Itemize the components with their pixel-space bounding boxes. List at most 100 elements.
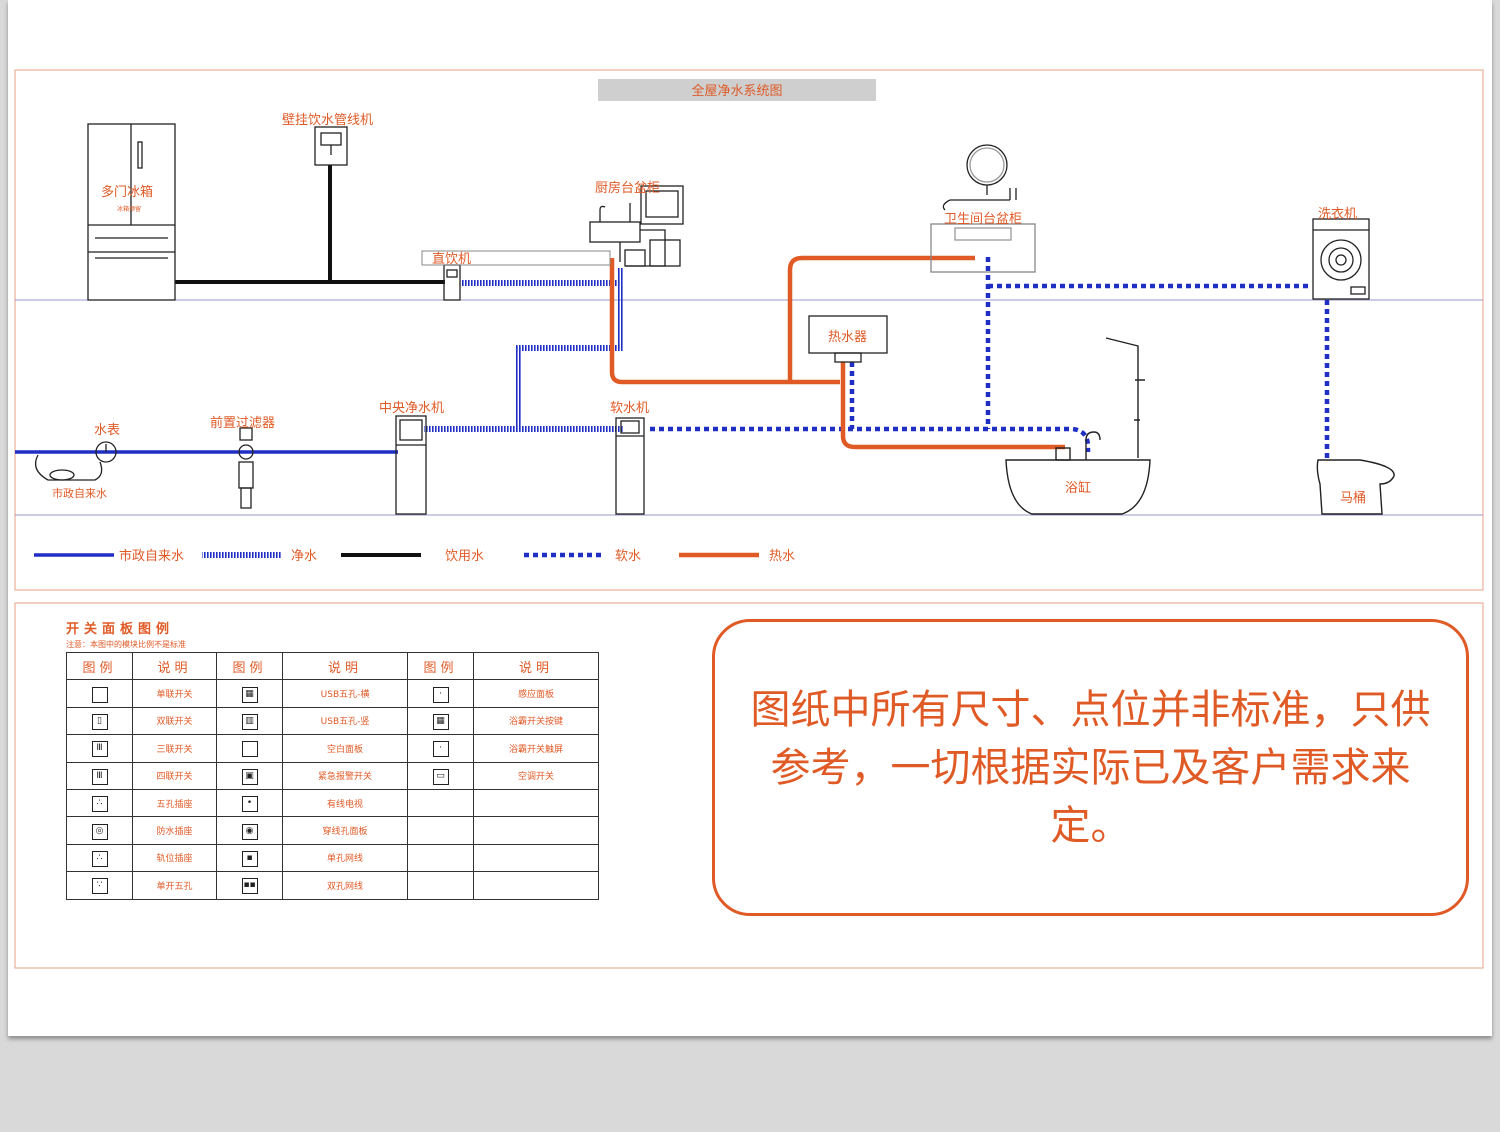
prefilter-icon [238, 427, 254, 509]
bathtub-icon [1005, 337, 1151, 515]
water-meter-icon [34, 441, 117, 481]
symbol-cell: ▪ [216, 843, 284, 873]
symbol-cell: ∴ [66, 788, 133, 818]
legend-municipal-label: 市政自来水 [119, 548, 184, 564]
net2-icon: ▪▪ [241, 878, 258, 895]
toilet-label: 马桶 [1340, 491, 1366, 506]
table-row: Ⅲ 三联开关 空白面板·浴霸开关触屏 [66, 734, 599, 763]
symbol-cell: ▦ [216, 679, 284, 708]
description-cell [473, 843, 599, 873]
description-cell: 轨位插座 [131, 843, 218, 873]
symbol-cell: ▯ [66, 706, 133, 736]
symbol-cell: · [407, 679, 475, 708]
alarm-icon: ▣ [241, 768, 258, 785]
description-cell: 三联开关 [131, 734, 218, 763]
pipe-hot [609, 255, 1065, 450]
waterproof-icon: ◎ [91, 823, 108, 840]
softener-label: 软水机 [610, 401, 649, 416]
table-row: Ⅲ 四联开关 ▣ 紧急报警开关 ▭ 空调开关 [66, 761, 599, 790]
description-cell: 单孔网线 [282, 843, 409, 873]
title-bar [598, 79, 876, 101]
wall-dispenser-icon [314, 126, 348, 166]
single-icon [91, 686, 108, 703]
municipal-label: 市政自来水 [52, 486, 107, 500]
symbol-cell [407, 816, 475, 845]
double-icon: ▯ [91, 713, 108, 730]
description-cell [473, 871, 599, 900]
switch-five-icon: ∵ [91, 878, 108, 895]
top-frame [14, 69, 1484, 591]
legend-pure-label: 净水 [291, 549, 317, 564]
symbol-cell: ▦ [407, 706, 475, 736]
bathtub-label: 浴缸 [1065, 480, 1091, 496]
description-cell: 空白面板 [282, 734, 409, 763]
symbol-cell: · [407, 734, 475, 763]
legend-drinking-label: 饮用水 [445, 549, 484, 564]
quad-icon: Ⅲ [91, 768, 108, 785]
tv-icon: • [241, 796, 258, 813]
bathroom-cabinet-label: 卫生间台盆柜 [944, 212, 1022, 227]
direct-drinker-label: 直饮机 [432, 252, 471, 267]
wall-dispenser-label: 壁挂饮水管线机 [282, 113, 373, 128]
washer-label: 洗衣机 [1318, 206, 1357, 222]
triple-icon: Ⅲ [91, 741, 108, 758]
description-cell: 紧急报警开关 [282, 761, 409, 790]
header-symbol: 图例 [216, 651, 284, 681]
bath-key-icon: ▦ [432, 713, 449, 730]
water-system-diagram: 全屋净水系统图 多门冰箱 冰箱预留 壁挂饮水管线机 直饮机 [14, 69, 1484, 969]
description-cell: 防水插座 [131, 816, 218, 845]
fridge-label: 多门冰箱 [101, 184, 153, 200]
description-cell: USB五孔-横 [282, 679, 409, 708]
description-cell: USB五孔-竖 [282, 706, 409, 736]
water-meter-label: 水表 [94, 423, 120, 438]
symbol-cell: ∵ [66, 871, 133, 900]
symbol-cell: ▪▪ [216, 871, 284, 900]
five-icon: ∴ [91, 796, 108, 813]
symbol-cell: ▭ [407, 761, 475, 790]
description-cell: 单开五孔 [131, 871, 218, 900]
table-row: 单联开关▦USB五孔-横·感应面板 [66, 679, 599, 708]
header-description: 说明 [131, 651, 218, 681]
switch-legend-title: 开关面板图例 [66, 622, 175, 637]
blank-icon [241, 741, 258, 758]
description-cell: 浴霸开关触屏 [473, 734, 599, 763]
legend-hot-label: 热水 [769, 549, 795, 564]
disclaimer-box: 图纸中所有尺寸、点位并非标准，只供参考，一切根据实际已及客户需求来定。 [712, 619, 1469, 916]
pipe-soft [650, 257, 1330, 460]
switch-legend-note: 注意：本图中的模块比例不是标准 [66, 640, 186, 649]
symbol-cell: • [216, 788, 284, 818]
prefilter-label: 前置过滤器 [210, 415, 275, 431]
symbol-cell: ◎ [66, 816, 133, 845]
softener-icon [615, 417, 645, 515]
pipe-pure [424, 268, 624, 432]
symbol-cell [407, 788, 475, 818]
ac-icon: ▭ [432, 768, 449, 785]
header-description: 说明 [473, 651, 599, 681]
bathroom-cabinet-icon [930, 144, 1036, 273]
description-cell: 双联开关 [131, 706, 218, 736]
disclaimer-text: 图纸中所有尺寸、点位并非标准，只供参考，一切根据实际已及客户需求来定。 [750, 686, 1431, 849]
description-cell: 浴霸开关按键 [473, 706, 599, 736]
header-symbol: 图例 [66, 651, 133, 681]
description-cell: 四联开关 [131, 761, 218, 790]
table-row: ∴轨位插座▪单孔网线 [66, 843, 599, 873]
description-cell: 单联开关 [131, 679, 218, 708]
description-cell [473, 788, 599, 818]
kitchen-sink-icon [589, 185, 684, 267]
usb-v-icon: ▥ [241, 713, 258, 730]
water-heater-label: 热水器 [828, 330, 867, 345]
sensor-icon: · [432, 686, 449, 703]
thread-icon: ◉ [241, 823, 258, 840]
table-row: ∵单开五孔▪▪双孔网线 [66, 871, 599, 900]
usb-h-icon: ▦ [241, 686, 258, 703]
fridge-icon [87, 123, 176, 301]
table-row: ◎防水插座◉穿线孔面板 [66, 816, 599, 845]
symbol-cell [407, 871, 475, 900]
description-cell: 空调开关 [473, 761, 599, 790]
table-row: ▯ 双联开关 ▥ USB五孔-竖 ▦ 浴霸开关按键 [66, 706, 599, 736]
switch-legend-table: 图例 说明 图例 说明 图例 说明 单联开关▦USB五孔-横·感应面板▯双联开关… [66, 651, 599, 900]
kitchen-cabinet-label: 厨房台盆柜 [595, 180, 660, 196]
symbol-cell [66, 679, 133, 708]
toilet-icon [1316, 459, 1395, 515]
description-cell [473, 816, 599, 845]
